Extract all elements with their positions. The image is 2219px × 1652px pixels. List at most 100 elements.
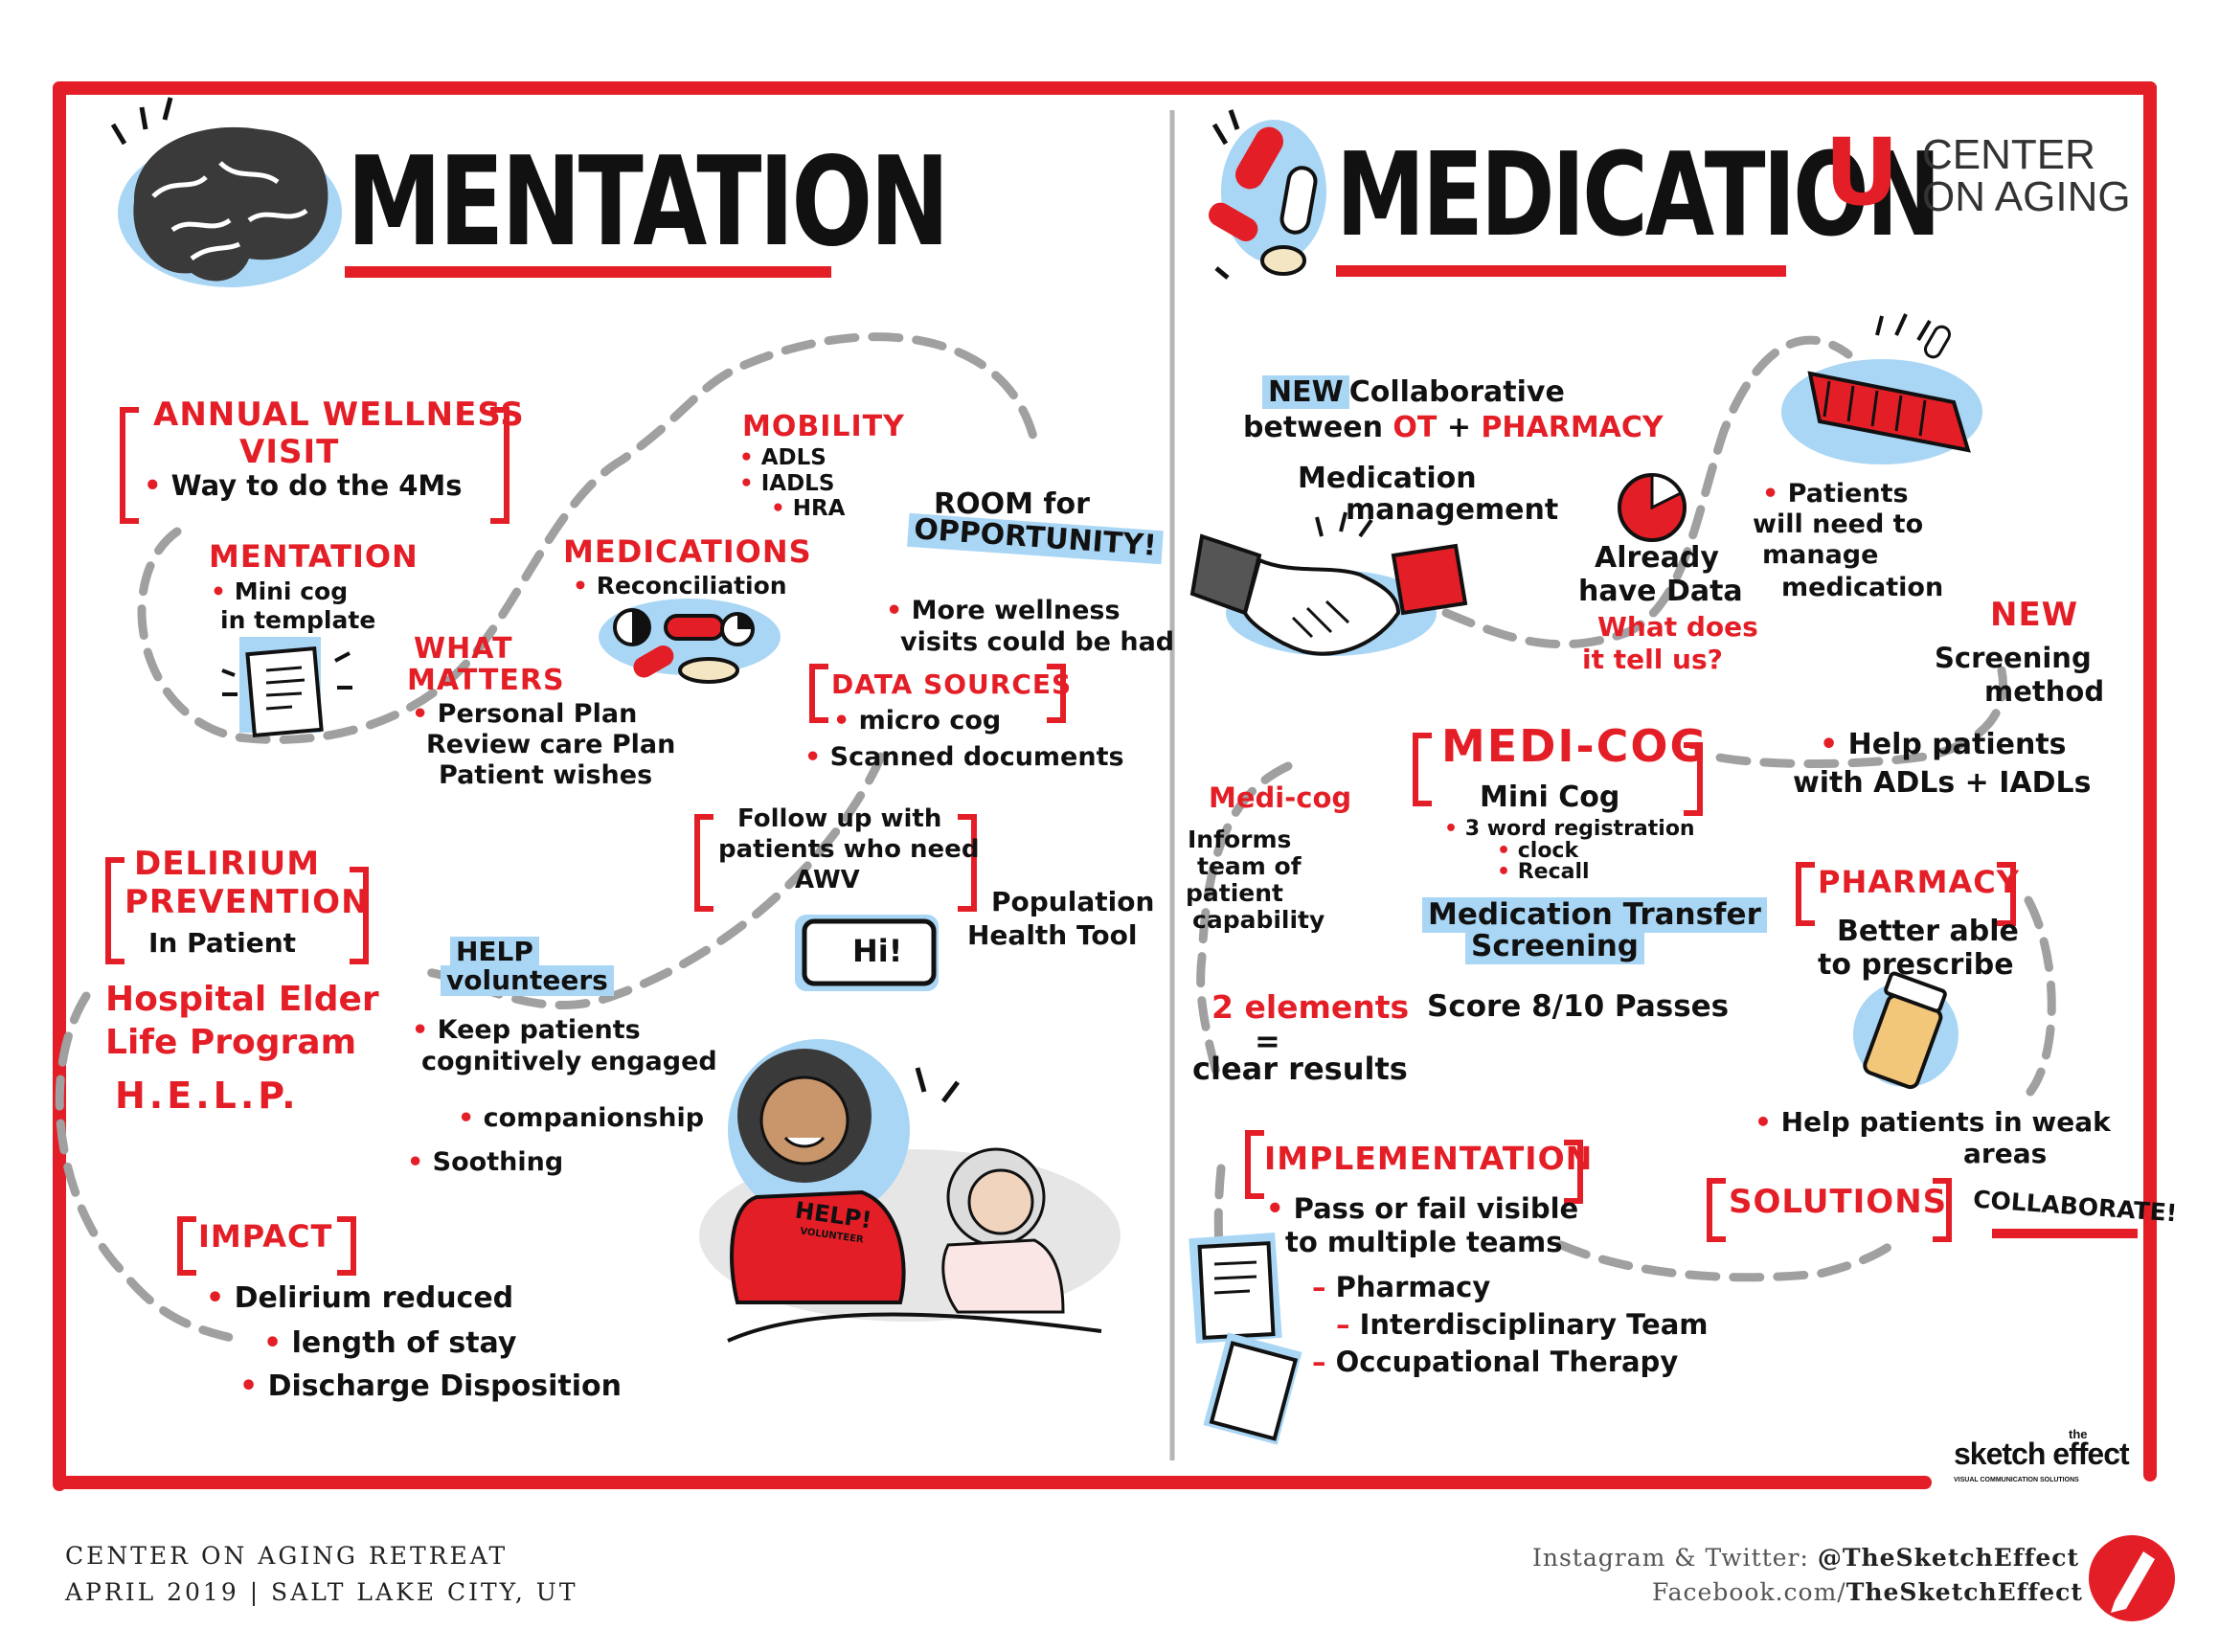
- solutions-label: SOLUTIONS: [1729, 1183, 1948, 1221]
- medicog-left-elements: 2 elements: [1211, 988, 1410, 1026]
- pill-bottle-icon: [1853, 971, 1959, 1090]
- pencil-badge-icon: [2089, 1535, 2175, 1621]
- new-screening-new: NEW: [1990, 596, 2079, 634]
- delirium-line1: DELIRIUM: [134, 845, 321, 883]
- paper-stack-icon: [1189, 1232, 1302, 1445]
- brand-name: sketch effect: [1954, 1437, 2130, 1471]
- footer-instagram-handle[interactable]: @TheSketchEffect: [1817, 1544, 2080, 1572]
- medicog-left-l3: patient: [1186, 879, 1283, 907]
- room-b1: • More wellness: [886, 596, 1121, 625]
- medicog-score: Score 8/10 Passes: [1427, 989, 1730, 1024]
- logo-line2: ON AGING: [1922, 173, 2131, 220]
- followup-bracket-left: [694, 814, 713, 912]
- help-program-line2: Life Program: [105, 1023, 357, 1062]
- what-matters-b1: • Personal Plan: [412, 699, 638, 729]
- new-collab-pharmacy: PHARMACY: [1481, 411, 1664, 444]
- hi-bubble-shape: [795, 915, 939, 991]
- what-matters-line2: MATTERS: [407, 664, 565, 697]
- medicog-left-title: Medi-cog: [1209, 781, 1352, 814]
- data-sources-bracket-right: [1047, 664, 1066, 723]
- already-q1: What does: [1597, 611, 1758, 643]
- implementation-bracket-right: [1564, 1140, 1583, 1204]
- handshake-icon: [1189, 511, 1468, 656]
- medicog-mini: Mini Cog: [1480, 781, 1620, 814]
- weak-b1: • Help patients in weak: [1755, 1106, 2111, 1138]
- mobility-item-3: • HRA: [771, 496, 846, 521]
- medicog-transfer1: Medication Transfer: [1422, 897, 1767, 934]
- already-line1: Already: [1595, 541, 1719, 575]
- hi-bubble-text: Hi!: [852, 933, 903, 969]
- footer-facebook-handle[interactable]: TheSketchEffect: [1845, 1578, 2083, 1606]
- help-vol-b1b: cognitively engaged: [421, 1047, 717, 1076]
- medicog-b3: • Recall: [1497, 860, 1590, 884]
- document-icon: [221, 637, 352, 738]
- help-vol-b2: • companionship: [458, 1103, 705, 1133]
- pill-organizer-icon: [1781, 313, 1982, 464]
- followup-line2: patients who need: [718, 835, 980, 864]
- medicog-b2: • clock: [1497, 839, 1579, 863]
- pharmacy-box-title: PHARMACY: [1818, 864, 2020, 900]
- help-vol-line1: HELP: [450, 936, 539, 968]
- help-program-line3: H.E.L.P.: [115, 1075, 300, 1117]
- footer-left-line2: APRIL 2019 | SALT LAKE CITY, UT: [65, 1578, 578, 1606]
- data-sources-b2: • Scanned documents: [804, 742, 1124, 772]
- medicog-title: MEDI-COG: [1441, 720, 1709, 772]
- help-vol-b1: • Keep patients: [412, 1015, 641, 1045]
- mentation-sub-title: MENTATION: [209, 538, 419, 575]
- medicog-bracket-left: [1413, 733, 1432, 806]
- pie-chart-icon: [1618, 473, 1687, 542]
- help-program-line1: Hospital Elder: [105, 980, 379, 1019]
- medicog-left-l1: Informs: [1188, 826, 1292, 853]
- pharmacy-box-l1: Better able: [1837, 915, 2019, 948]
- new-collab-plus: +: [1446, 411, 1471, 444]
- data-sources-bracket-left: [809, 664, 828, 723]
- data-sources-title: DATA SOURCES: [831, 668, 1073, 700]
- awv-bracket-right: [490, 407, 509, 524]
- what-matters-line1: WHAT: [414, 632, 513, 666]
- u-logo-mark: U: [1824, 119, 1899, 226]
- pharmacy-bracket-left: [1796, 862, 1815, 926]
- mobility-item-2: • IADLS: [739, 471, 835, 496]
- help-adl-b2: with ADLs + IADLs: [1793, 766, 2092, 800]
- solutions-bracket-left: [1707, 1178, 1726, 1242]
- footer-instagram-prefix: Instagram & Twitter:: [1532, 1544, 1818, 1572]
- delirium-line3: In Patient: [148, 927, 297, 959]
- logo-line1: CENTER: [1922, 131, 2095, 178]
- data-sources-b1: • micro cog: [833, 706, 1002, 735]
- implementation-title: IMPLEMENTATION: [1264, 1140, 1594, 1177]
- population-line1: Population: [991, 886, 1155, 917]
- population-line2: Health Tool: [967, 919, 1138, 951]
- sketch-effect-logo: the sketch effect VISUAL COMMUNICATION S…: [1954, 1427, 2155, 1494]
- reconciliation-pills-icon: [599, 599, 781, 684]
- med-mgmt-line1: Medication: [1298, 462, 1477, 495]
- footer-social-line2: Facebook.com/TheSketchEffect: [1652, 1578, 2083, 1606]
- red-border: [53, 81, 2157, 1491]
- awv-title-line1: ANNUAL WELLNESS: [153, 396, 525, 434]
- impact-b1: • Delirium reduced: [206, 1281, 514, 1315]
- implementation-d1: – Pharmacy: [1312, 1271, 1491, 1303]
- followup-line3: AWV: [795, 866, 860, 894]
- new-collab-between: between: [1243, 411, 1383, 444]
- mentation-title-underline: [345, 266, 831, 278]
- help-adl-b1: • Help patients: [1820, 728, 2067, 761]
- new-screening-line1: Screening: [1935, 642, 2092, 674]
- implementation-b1b: to multiple teams: [1285, 1226, 1563, 1258]
- mobility-title: MOBILITY: [742, 410, 905, 443]
- footer-social-line1: Instagram & Twitter: @TheSketchEffect: [1532, 1544, 2079, 1572]
- impact-b2: • length of stay: [263, 1326, 517, 1360]
- impact-bracket-right: [337, 1216, 356, 1276]
- implementation-d3: – Occupational Therapy: [1312, 1346, 1679, 1378]
- awv-title-line2: VISIT: [239, 433, 340, 471]
- medicog-left-l2: team of: [1197, 852, 1302, 880]
- implementation-d2: – Interdisciplinary Team: [1336, 1308, 1709, 1341]
- medicog-bracket-right: [1684, 742, 1703, 816]
- medicog-left-clear: clear results: [1192, 1051, 1408, 1087]
- mentation-line2: in template: [220, 606, 376, 634]
- what-matters-b3: Patient wishes: [439, 760, 653, 790]
- new-screening-line2: method: [1984, 675, 2105, 708]
- mobility-item-1: • ADLS: [739, 445, 826, 470]
- medicog-transfer2: Screening: [1465, 929, 1644, 965]
- medicog-left-eq: =: [1255, 1023, 1280, 1059]
- new-collab-ot: OT: [1393, 411, 1438, 444]
